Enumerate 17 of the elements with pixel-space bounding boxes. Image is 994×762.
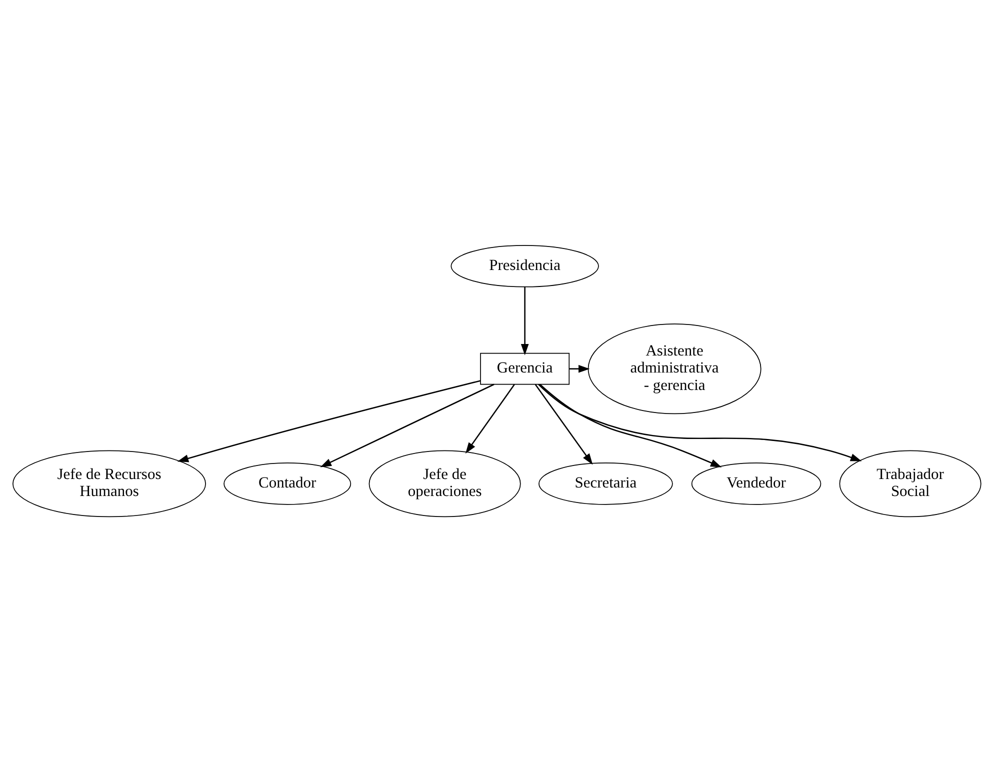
node-ellipse: Asistente administrativa - gerencia xyxy=(588,324,762,414)
node-ellipse: Trabajador Social xyxy=(839,450,982,518)
arrow xyxy=(538,384,862,462)
arrow xyxy=(569,364,590,373)
arrow xyxy=(320,384,494,468)
node-box: Gerencia xyxy=(480,352,570,385)
node-ellipse: Vendedor xyxy=(691,462,822,505)
node-ellipse: Jefe de operaciones xyxy=(368,450,521,518)
node-ellipse: Presidencia xyxy=(450,244,599,288)
arrow xyxy=(520,286,529,356)
arrow xyxy=(539,384,722,468)
node-ellipse: Contador xyxy=(224,462,352,505)
arrow xyxy=(465,384,515,454)
arrow xyxy=(534,384,593,465)
node-ellipse: Jefe de Recursos Humanos xyxy=(12,450,206,518)
arrow xyxy=(177,380,481,462)
node-ellipse: Secretaria xyxy=(538,462,673,505)
